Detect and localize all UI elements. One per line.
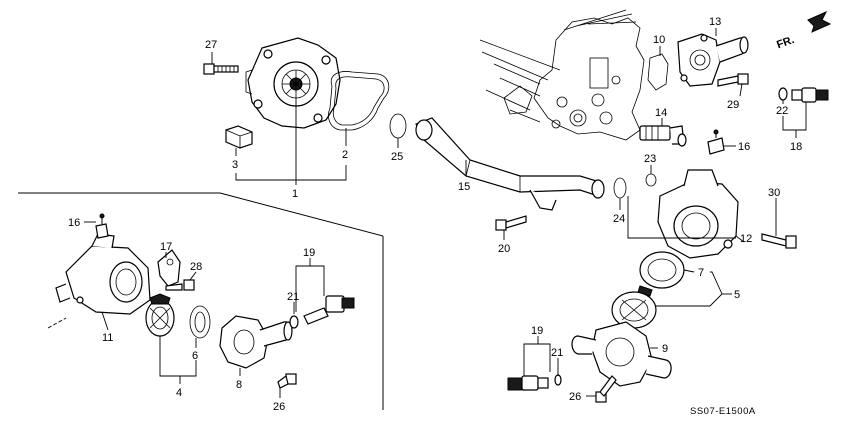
engine-block	[479, 9, 645, 141]
diagram-code: SS07-E1500A	[690, 406, 756, 417]
callout-5: 5	[734, 289, 740, 301]
sensor-19-right	[507, 374, 562, 391]
water-pump	[245, 37, 341, 129]
callout-19-right: 19	[531, 325, 543, 337]
callout-20: 20	[498, 243, 510, 255]
o-ring-24	[613, 177, 627, 199]
callout-28: 28	[190, 261, 202, 273]
callout-29: 29	[727, 99, 739, 111]
gasket-10	[647, 53, 669, 91]
part-3-block	[225, 125, 253, 149]
callout-8: 8	[236, 379, 242, 391]
cover-8	[219, 315, 293, 369]
bolt-27	[203, 63, 239, 75]
callout-15: 15	[458, 181, 470, 193]
callout-2: 2	[342, 149, 348, 161]
callout-22: 22	[776, 105, 788, 117]
callout-16-left: 16	[68, 217, 80, 229]
cover-9	[571, 321, 672, 387]
callout-9: 9	[662, 343, 668, 355]
callout-16-right: 16	[738, 141, 750, 153]
callout-21-left: 21	[287, 291, 299, 303]
o-ring-25	[389, 113, 407, 139]
bolt-26-right	[595, 375, 617, 403]
housing-13	[677, 33, 749, 87]
bolt-29	[717, 73, 749, 87]
callout-14: 14	[655, 107, 667, 119]
inset-border	[18, 192, 384, 410]
gasket-7	[639, 251, 685, 289]
callout-13: 13	[709, 16, 721, 28]
callout-30: 30	[768, 187, 780, 199]
sensor-18	[778, 87, 829, 103]
bleed-bolt-16-left	[95, 213, 109, 239]
pump-gasket	[328, 71, 390, 131]
front-direction-label: FR.	[775, 34, 796, 51]
thermostat-5	[611, 285, 657, 329]
bracket-17	[157, 249, 181, 287]
callout-25: 25	[391, 151, 403, 163]
bleed-bolt-16-right	[707, 129, 725, 155]
bolt-30	[761, 233, 797, 249]
callout-27: 27	[205, 39, 217, 51]
callout-26-left: 26	[273, 401, 285, 413]
callout-23: 23	[644, 153, 656, 165]
leader-lines	[47, 28, 807, 398]
housing-11	[55, 233, 151, 315]
callout-11: 11	[102, 332, 113, 344]
sender-14	[639, 125, 687, 147]
callout-21-right: 21	[551, 347, 563, 359]
bolt-26-left	[277, 373, 297, 389]
callout-12: 12	[740, 233, 752, 245]
gasket-6	[189, 305, 211, 339]
callout-3: 3	[232, 159, 238, 171]
callout-labels: 1 2 3 4 5 6 7 8 9 10 11 12 13 14 15 16 1…	[68, 16, 802, 417]
callout-10: 10	[653, 34, 665, 46]
bolt-28	[165, 279, 195, 291]
callout-26-right: 26	[569, 391, 581, 403]
callout-7: 7	[698, 267, 704, 279]
o-ring-23	[645, 173, 657, 187]
callout-24: 24	[613, 213, 625, 225]
water-pipe-15	[415, 117, 605, 211]
callout-6: 6	[192, 350, 198, 362]
callout-19-left: 19	[303, 247, 315, 259]
front-direction-arrow	[807, 10, 832, 33]
bolt-20	[495, 215, 527, 231]
callout-17: 17	[160, 241, 172, 253]
sensor-19-left	[289, 295, 355, 329]
thermostat-housing-12	[657, 169, 745, 259]
callout-1: 1	[292, 188, 298, 200]
callout-4: 4	[176, 387, 182, 399]
callout-18: 18	[790, 141, 802, 153]
